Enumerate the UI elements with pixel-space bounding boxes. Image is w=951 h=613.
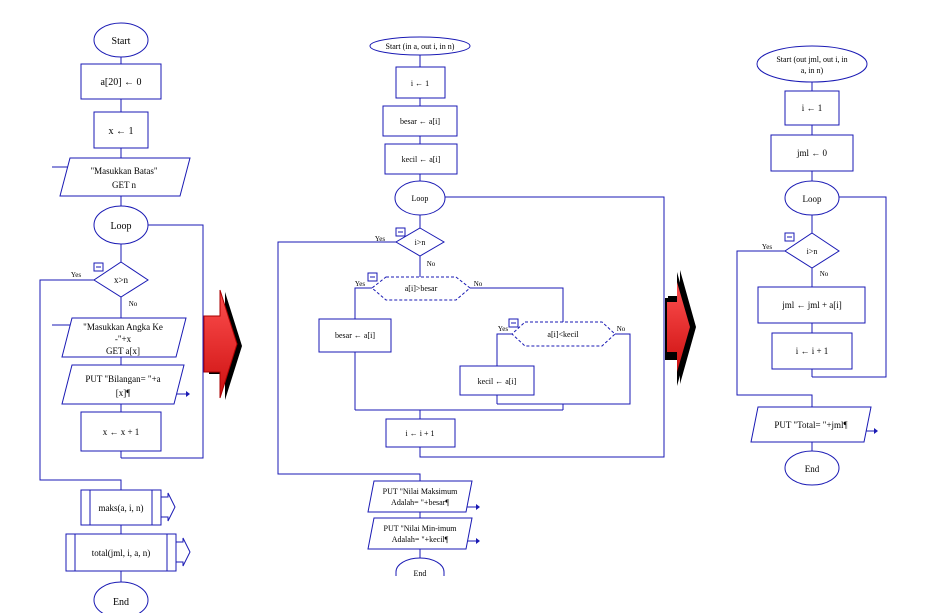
main-flowchart: Start a[20] ← 0 x ← 1 "Masukkan Batas" G…	[39, 22, 204, 613]
total-flowchart: Start (out jml, out i, in a, in n) i ← 1…	[736, 45, 887, 486]
main-call-max-arrow-icon	[160, 492, 176, 522]
main-input-number-line3: GET a[x]	[106, 346, 140, 356]
transition-arrow-1-icon	[203, 289, 242, 400]
total-start-line1: Start (out jml, out i, in	[776, 55, 847, 64]
max-output-min	[367, 517, 473, 550]
max-condition-label: i>n	[415, 238, 426, 247]
main-start-terminal	[93, 22, 149, 58]
total-no-label: No	[820, 270, 829, 278]
main-loop-node	[93, 205, 149, 245]
main-init-array-box	[80, 63, 162, 100]
max-increment-box	[385, 418, 456, 448]
max-yes-label: Yes	[375, 235, 385, 243]
max-yes-small-label: Yes	[498, 325, 508, 333]
max-cond-big-hexagon	[371, 276, 471, 301]
main-start-label: Start	[112, 36, 131, 47]
main-input-limit	[59, 157, 191, 197]
total-increment-label: i ← i + 1	[796, 346, 829, 356]
total-accumulate-box	[757, 286, 866, 324]
max-start-label: Start (in a, out i, in n)	[386, 42, 455, 51]
max-output-max	[367, 480, 473, 513]
max-end-terminal	[395, 557, 445, 576]
max-cond-small-label: a[i]<kecil	[547, 330, 579, 339]
main-increment-box	[80, 411, 162, 452]
total-yes-label: Yes	[762, 243, 772, 251]
max-no-small-label: No	[617, 325, 626, 333]
max-end-label: End	[414, 569, 427, 578]
max-assign-big-label: besar ← a[i]	[335, 331, 375, 340]
max-increment-label: i ← i + 1	[406, 429, 435, 438]
max-init-small-label: kecil ← a[i]	[402, 155, 441, 164]
total-init-i-label: i ← 1	[802, 103, 823, 113]
max-no-big-label: No	[474, 280, 483, 288]
max-no-label: No	[427, 260, 436, 268]
max-init-small-box	[384, 143, 458, 175]
total-init-i-box	[784, 90, 840, 126]
main-condition-label: x>n	[114, 275, 129, 285]
max-assign-big-box	[318, 318, 392, 353]
max-min-connectors	[277, 55, 665, 558]
total-start-terminal	[756, 45, 868, 83]
total-output	[750, 406, 872, 443]
max-start-terminal	[369, 36, 471, 56]
total-increment-box	[771, 332, 853, 370]
main-call-max-box	[80, 489, 162, 526]
max-condition-diamond	[395, 227, 445, 257]
max-output-max-line2: Adalah= "+besar¶	[391, 498, 449, 507]
max-init-i-box	[395, 66, 446, 99]
total-accumulate-label: jml ← jml + a[i]	[781, 300, 842, 310]
main-input-number-line1: "Masukkan Angka Ke	[83, 322, 163, 332]
max-loop-node	[394, 180, 446, 216]
main-input-number-line2: -"+x	[115, 334, 132, 344]
total-init-sum-label: jml ← 0	[796, 148, 828, 158]
main-input-limit-line2: GET n	[112, 180, 137, 190]
main-init-x-label: x ← 1	[109, 126, 134, 137]
max-assign-small-label: kecil ← a[i]	[478, 377, 517, 386]
total-end-label: End	[805, 464, 820, 474]
main-no-label: No	[129, 300, 138, 308]
max-output-min-line2: Adalah= "+kecil¶	[392, 535, 449, 544]
max-init-i-label: i ← 1	[411, 79, 429, 88]
main-output-number	[61, 364, 185, 405]
max-yes-big-label: Yes	[355, 280, 365, 288]
main-input-number	[61, 317, 187, 358]
total-start-line2: a, in n)	[801, 66, 824, 75]
main-condition-diamond	[93, 261, 149, 298]
main-call-total-box	[65, 533, 177, 572]
total-loop-label: Loop	[803, 194, 822, 204]
main-init-array-label: a[20] ← 0	[100, 77, 141, 88]
main-loop-label: Loop	[110, 221, 131, 232]
max-loop-label: Loop	[412, 194, 429, 203]
max-init-big-box	[382, 105, 458, 137]
main-call-max-label: maks(a, i, n)	[99, 503, 144, 513]
main-output-number-line2: [x]¶	[116, 388, 131, 398]
max-output-max-line1: PUT "Nilai Maksimum	[383, 487, 458, 496]
main-output-number-line1: PUT "Bilangan= "+a	[85, 374, 160, 384]
main-call-total-arrow-icon	[175, 537, 191, 567]
total-condition-diamond	[784, 232, 840, 269]
main-end-terminal	[93, 581, 149, 613]
total-connectors	[736, 82, 887, 451]
total-loop-node	[784, 180, 840, 216]
transition-arrow-2-icon	[665, 270, 696, 386]
total-condition-label: i>n	[807, 247, 818, 256]
main-increment-label: x ← x + 1	[103, 427, 140, 437]
main-yes-label: Yes	[71, 271, 81, 279]
max-cond-big-label: a[i]>besar	[405, 284, 438, 293]
main-init-x-box	[93, 111, 149, 149]
main-end-label: End	[113, 597, 129, 608]
max-init-big-label: besar ← a[i]	[400, 117, 440, 126]
max-min-flowchart: Start (in a, out i, in n) i ← 1 besar ← …	[277, 36, 665, 578]
max-cond-small-hexagon	[511, 321, 616, 347]
main-call-total-label: total(jml, i, a, n)	[92, 548, 151, 558]
total-init-sum-box	[770, 134, 854, 172]
max-assign-small-box	[459, 365, 535, 396]
total-output-label: PUT "Total= "+jml¶	[774, 420, 847, 430]
main-input-limit-line1: "Masukkan Batas"	[90, 166, 157, 176]
max-output-min-line1: PUT "Nilai Min-imum	[384, 524, 458, 533]
total-end-terminal	[784, 450, 840, 486]
